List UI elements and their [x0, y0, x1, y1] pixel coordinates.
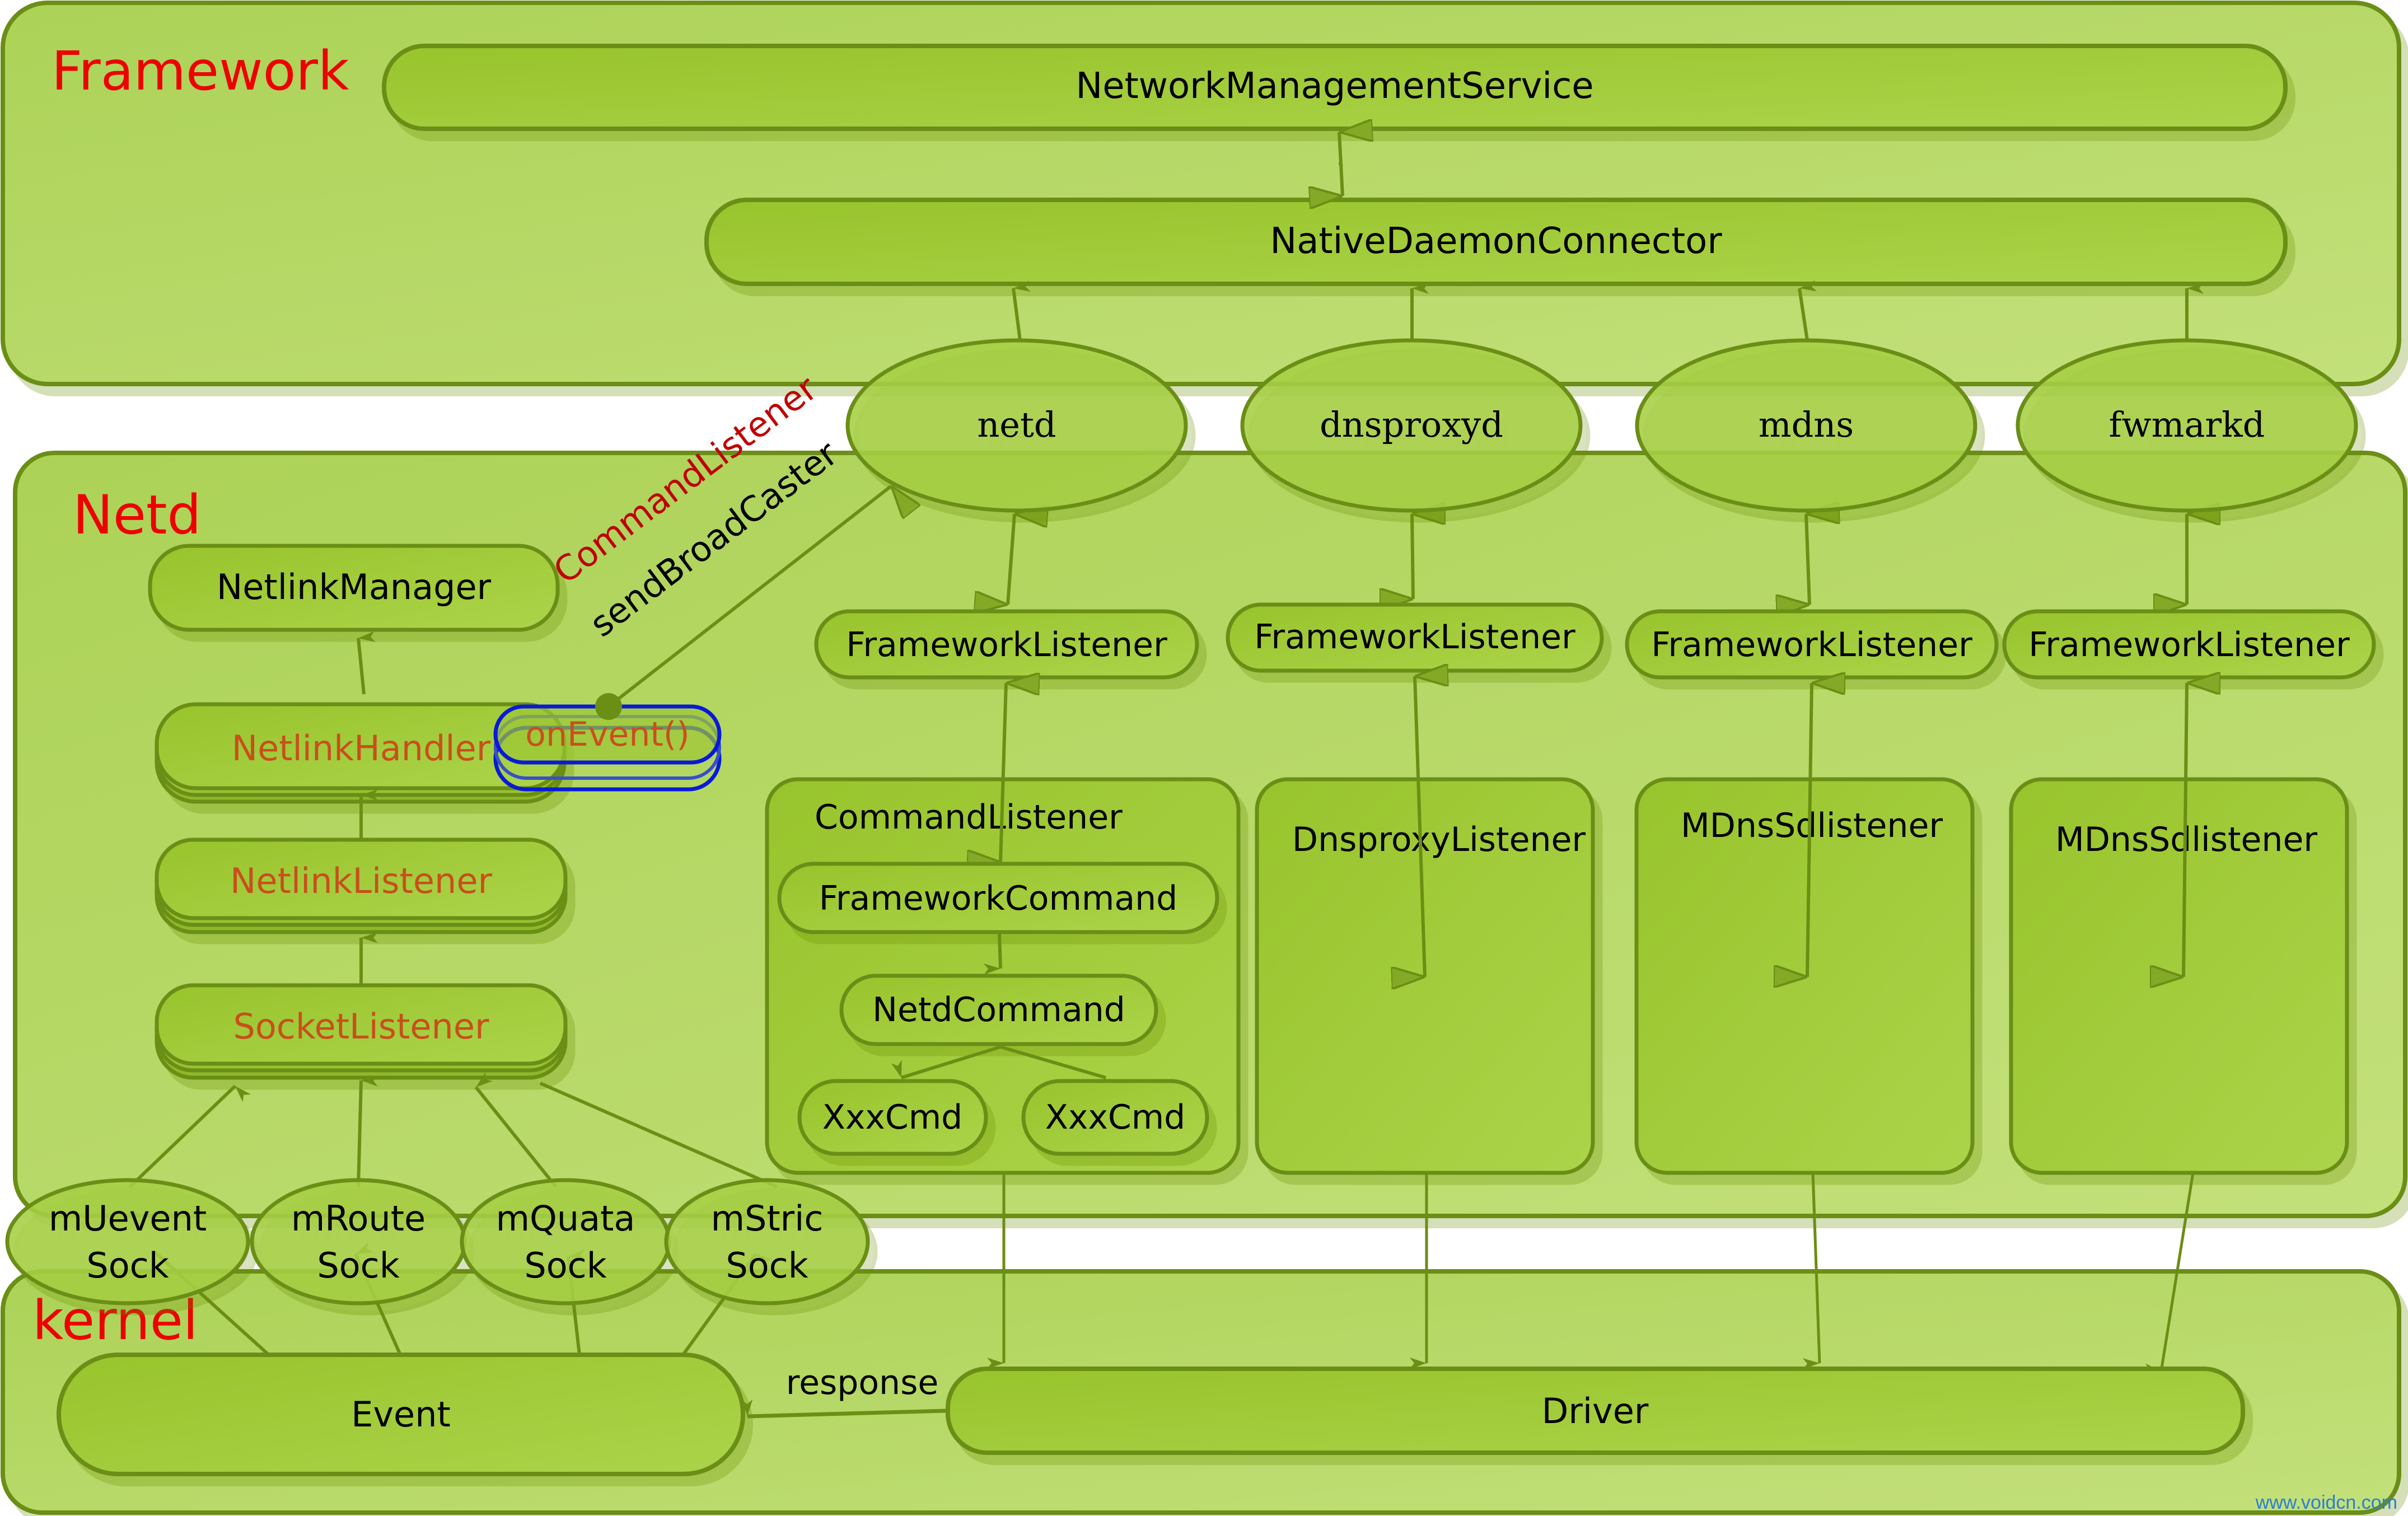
- native-daemon-connector-node: NativeDaemonConnector: [704, 198, 2288, 286]
- svg-text:NetdCommand: NetdCommand: [872, 990, 1125, 1030]
- svg-text:Event: Event: [351, 1394, 451, 1435]
- ndc-label: NativeDaemonConnector: [1270, 221, 1722, 262]
- framework-to-netd-command-arrow: [983, 933, 1002, 975]
- svg-text:Sock: Sock: [726, 1245, 808, 1286]
- svg-text:FrameworkCommand: FrameworkCommand: [819, 879, 1178, 918]
- socket-muevent: mUevent Sock: [5, 1178, 250, 1306]
- svg-text:netd: netd: [977, 404, 1056, 445]
- svg-text:mRoute: mRoute: [291, 1198, 426, 1239]
- svg-text:Sock: Sock: [524, 1245, 606, 1286]
- netd-command-to-cmd-arrows: [891, 1045, 1107, 1096]
- event-node: Event: [57, 1353, 745, 1476]
- listener-inner-arrows: [1000, 676, 2187, 977]
- svg-text:FrameworkListener: FrameworkListener: [1254, 617, 1575, 657]
- layer-title-framework: Framework: [52, 40, 349, 102]
- handler-to-manager-arrow: [357, 631, 376, 695]
- xxx-cmd-node-1: XxxCmd: [797, 1079, 988, 1156]
- mdns-listener-box-1: MDnsSdlistener: [1634, 777, 1975, 1175]
- framework-listener-netd: FrameworkListener: [814, 609, 1199, 680]
- nms-ndc-arrow-line: [1339, 132, 1343, 196]
- socket-mroute: mRoute Sock: [250, 1178, 467, 1306]
- xxx-cmd-node-2: XxxCmd: [1021, 1079, 1209, 1156]
- svg-text:onEvent(): onEvent(): [525, 715, 689, 754]
- daemon-dnsproxyd: dnsproxyd: [1240, 338, 1583, 513]
- watermark: www.voidcn.com: [2255, 1492, 2397, 1513]
- framework-listener-fwmarkd: FrameworkListener: [2002, 609, 2376, 680]
- svg-text:XxxCmd: XxxCmd: [822, 1098, 963, 1137]
- netlink-listener-node: NetlinkListener: [155, 837, 568, 934]
- daemon-listener-arrows: [1008, 514, 2187, 605]
- daemon-to-ndc-arrows: [1012, 280, 2204, 341]
- framework-command-node: FrameworkCommand: [777, 862, 1219, 934]
- daemon-mdns: mdns: [1635, 338, 1977, 513]
- svg-text:mdns: mdns: [1759, 404, 1854, 445]
- response-label: response: [786, 1363, 939, 1402]
- driver-node: Driver: [946, 1367, 2245, 1455]
- netlink-manager-node: NetlinkManager: [148, 544, 560, 632]
- on-event-method[interactable]: onEvent(): [493, 704, 722, 792]
- listeners-to-driver-arrows: [987, 1172, 2195, 1375]
- svg-text:MDnsSdlistener: MDnsSdlistener: [1681, 806, 1943, 845]
- framework-listener-dnsproxyd: FrameworkListener: [1226, 602, 1604, 673]
- svg-text:NetlinkManager: NetlinkManager: [217, 567, 492, 607]
- layer-title-netd: Netd: [73, 484, 201, 546]
- command-listener-title: CommandListener: [815, 798, 1123, 837]
- svg-text:XxxCmd: XxxCmd: [1045, 1098, 1186, 1137]
- framework-listener-mdns: FrameworkListener: [1625, 609, 1999, 680]
- driver-to-event-arrow: [741, 1399, 947, 1419]
- svg-text:FrameworkListener: FrameworkListener: [2028, 625, 2350, 665]
- svg-text:mQuata: mQuata: [496, 1198, 635, 1239]
- daemon-fwmarkd: fwmarkd: [2016, 338, 2358, 513]
- svg-text:Sock: Sock: [86, 1245, 169, 1286]
- svg-text:Driver: Driver: [1542, 1391, 1649, 1431]
- svg-text:fwmarkd: fwmarkd: [2109, 404, 2265, 445]
- sockets-to-socket-listener-arrows: [128, 1072, 778, 1189]
- socket-mstric: mStric Sock: [664, 1178, 870, 1306]
- svg-text:Sock: Sock: [317, 1245, 399, 1286]
- svg-text:FrameworkListener: FrameworkListener: [1651, 625, 1972, 665]
- svg-text:dnsproxyd: dnsproxyd: [1320, 404, 1503, 445]
- svg-text:DnsproxyListener: DnsproxyListener: [1292, 820, 1586, 859]
- svg-text:mStric: mStric: [711, 1198, 824, 1239]
- socket-mquata: mQuata Sock: [460, 1178, 671, 1306]
- svg-text:mUevent: mUevent: [49, 1198, 207, 1239]
- socket-listener-node: SocketListener: [155, 983, 568, 1080]
- svg-text:NetlinkListener: NetlinkListener: [230, 860, 492, 901]
- netd-command-node: NetdCommand: [839, 974, 1158, 1046]
- svg-text:SocketListener: SocketListener: [233, 1006, 489, 1047]
- send-broadcast-arrow: [607, 486, 891, 708]
- mdns-listener-box-2: MDnsSdlistener: [2009, 777, 2349, 1175]
- network-management-service-node: NetworkManagementService: [382, 44, 2288, 131]
- svg-text:FrameworkListener: FrameworkListener: [846, 625, 1167, 665]
- nms-label: NetworkManagementService: [1076, 65, 1593, 107]
- daemon-netd: netd: [845, 338, 1188, 513]
- svg-text:NetlinkHandler: NetlinkHandler: [232, 728, 491, 769]
